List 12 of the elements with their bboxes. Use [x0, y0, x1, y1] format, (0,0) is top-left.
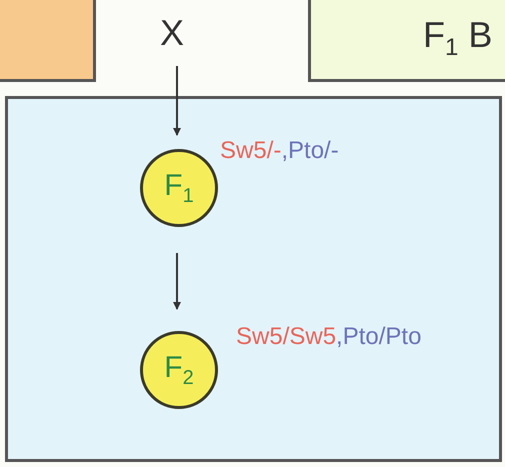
genotype-label: ,Pto/-: [281, 137, 339, 165]
empty-box: [0, 0, 96, 82]
arrow: [173, 66, 181, 136]
panel: [5, 96, 502, 462]
generation-circle: F$_{2}$: [140, 331, 218, 409]
generation-box: F$_{1}$ B: [308, 0, 505, 82]
genotype-label: Sw5/-: [220, 137, 282, 165]
genotype-label: Sw5/Sw5: [236, 323, 336, 351]
generation-circle: F$_{1}$: [140, 149, 218, 227]
arrow: [173, 253, 181, 310]
cross-symbol: X: [160, 12, 184, 53]
genotype-label: ,Pto/Pto: [336, 323, 422, 351]
